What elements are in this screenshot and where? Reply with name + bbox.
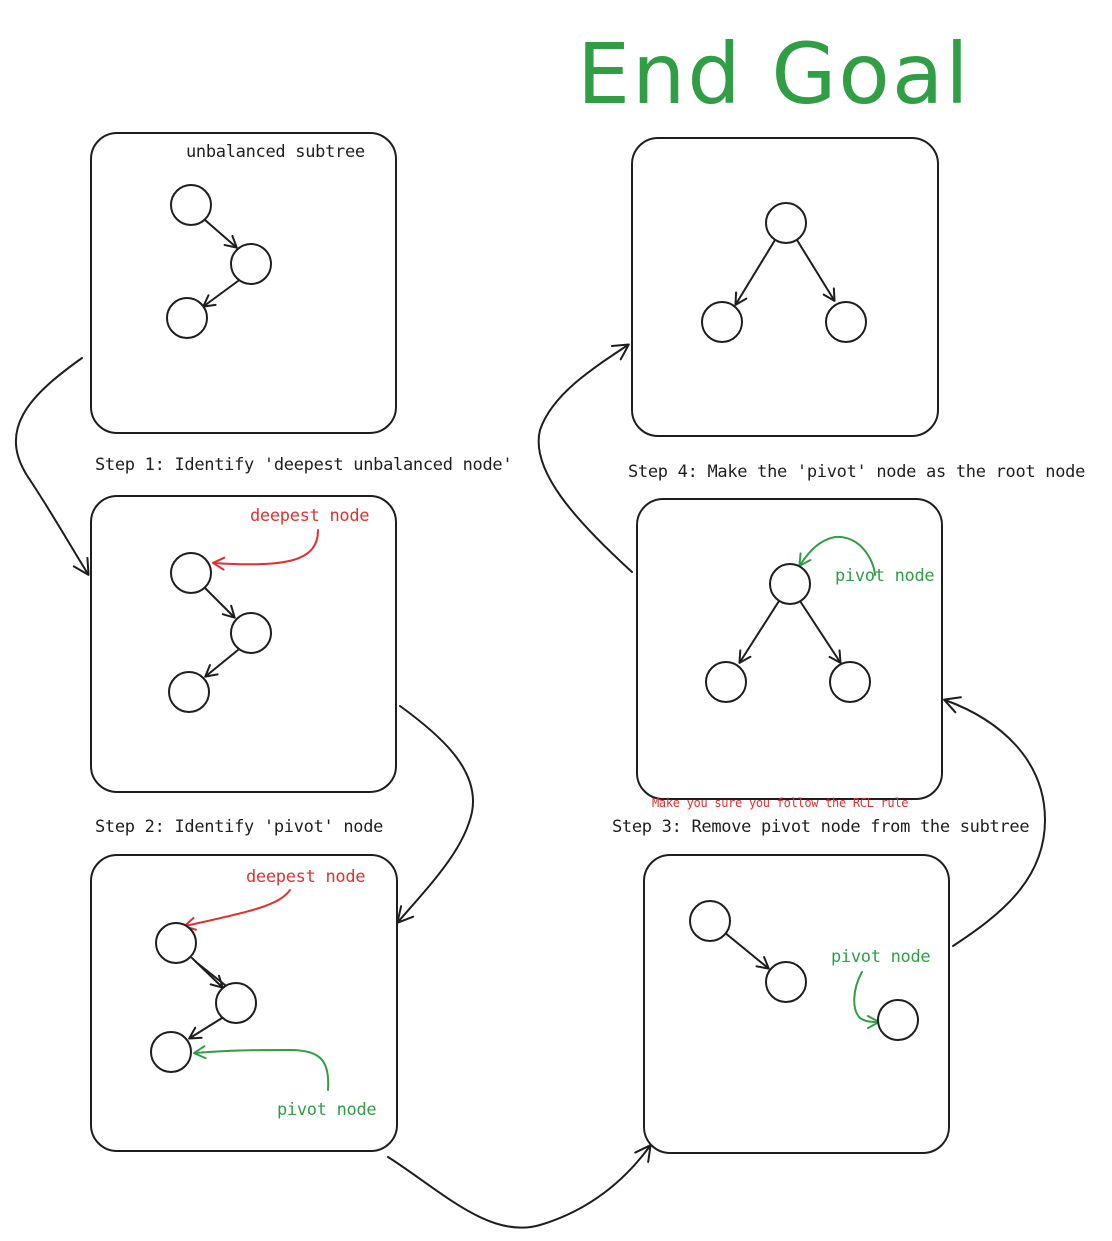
panel-step1: deepest node [90, 495, 397, 793]
panel-step3: pivot node [643, 854, 950, 1154]
rcl-rule-note: Make you sure you follow the RCL rule [652, 796, 908, 810]
step2-deepest-label: deepest node [246, 867, 365, 887]
edge [204, 587, 236, 619]
edge [202, 280, 239, 308]
root-node [765, 202, 807, 244]
tree-node [701, 301, 743, 343]
panel-step2: deepest node pivot node [90, 854, 398, 1152]
tree-node [230, 612, 272, 654]
tree-node [230, 243, 272, 285]
flow-arrow-step3-to-step4 [943, 696, 1046, 947]
panel-step2-frame [90, 854, 398, 1152]
tree-node [689, 900, 731, 942]
tree-node [166, 297, 208, 339]
tree-node [170, 184, 212, 226]
tree-node [170, 552, 212, 594]
edge [723, 931, 770, 970]
tree-node [829, 661, 871, 703]
tree-node [765, 961, 807, 1003]
edge [738, 600, 780, 664]
pivot-pointer-arrow [798, 535, 876, 576]
step1-caption: Step 1: Identify 'deepest unbalanced nod… [95, 455, 512, 475]
edge [204, 219, 238, 249]
flow-arrow-step4-to-end-goal [537, 343, 633, 573]
panel-step3-frame [643, 854, 950, 1154]
edge [796, 239, 836, 302]
deepest-pointer-arrow [212, 529, 319, 571]
edge-sketch-stroke [195, 961, 226, 986]
panel-end-goal-frame [631, 137, 939, 437]
panel-step4: pivot node Make you sure you follow the … [636, 498, 943, 810]
tree-node [705, 661, 747, 703]
edge [188, 1017, 223, 1040]
panel-initial-frame [90, 132, 397, 434]
panel-step1-frame [90, 495, 397, 793]
edge [799, 600, 842, 664]
step2-pivot-label: pivot node [277, 1100, 376, 1120]
pivot-node [877, 999, 919, 1041]
deepest-pointer-arrow [183, 889, 291, 931]
flow-arrow-step1-to-step2 [396, 705, 475, 924]
pivot-pointer-arrow [193, 1045, 330, 1091]
pivot-pointer-arrow [853, 971, 880, 1029]
tree-node [215, 982, 257, 1024]
pivot-node [769, 563, 811, 605]
step1-deepest-label: deepest node [250, 506, 369, 526]
tree-node [150, 1031, 192, 1073]
panel-step4-frame [636, 498, 943, 800]
step3-caption: Step 3: Remove pivot node from the subtr… [612, 817, 1029, 837]
panel-initial-caption: unbalanced subtree [186, 142, 365, 162]
diagram-title: End Goal [577, 25, 971, 123]
step2-caption: Step 2: Identify 'pivot' node [95, 817, 383, 837]
tree-node [155, 922, 197, 964]
edge [204, 649, 239, 678]
edge [734, 239, 776, 306]
step3-pivot-label: pivot node [831, 947, 930, 967]
panel-initial: unbalanced subtree [90, 132, 397, 434]
panel-end-goal [631, 137, 939, 437]
step4-pivot-label: pivot node [835, 566, 934, 586]
tree-node [825, 301, 867, 343]
step4-caption: Step 4: Make the 'pivot' node as the roo… [628, 462, 1085, 482]
flow-arrow-initial-to-step1 [14, 357, 90, 576]
tree-node [168, 671, 210, 713]
flow-arrow-step2-to-step3 [387, 1144, 652, 1229]
